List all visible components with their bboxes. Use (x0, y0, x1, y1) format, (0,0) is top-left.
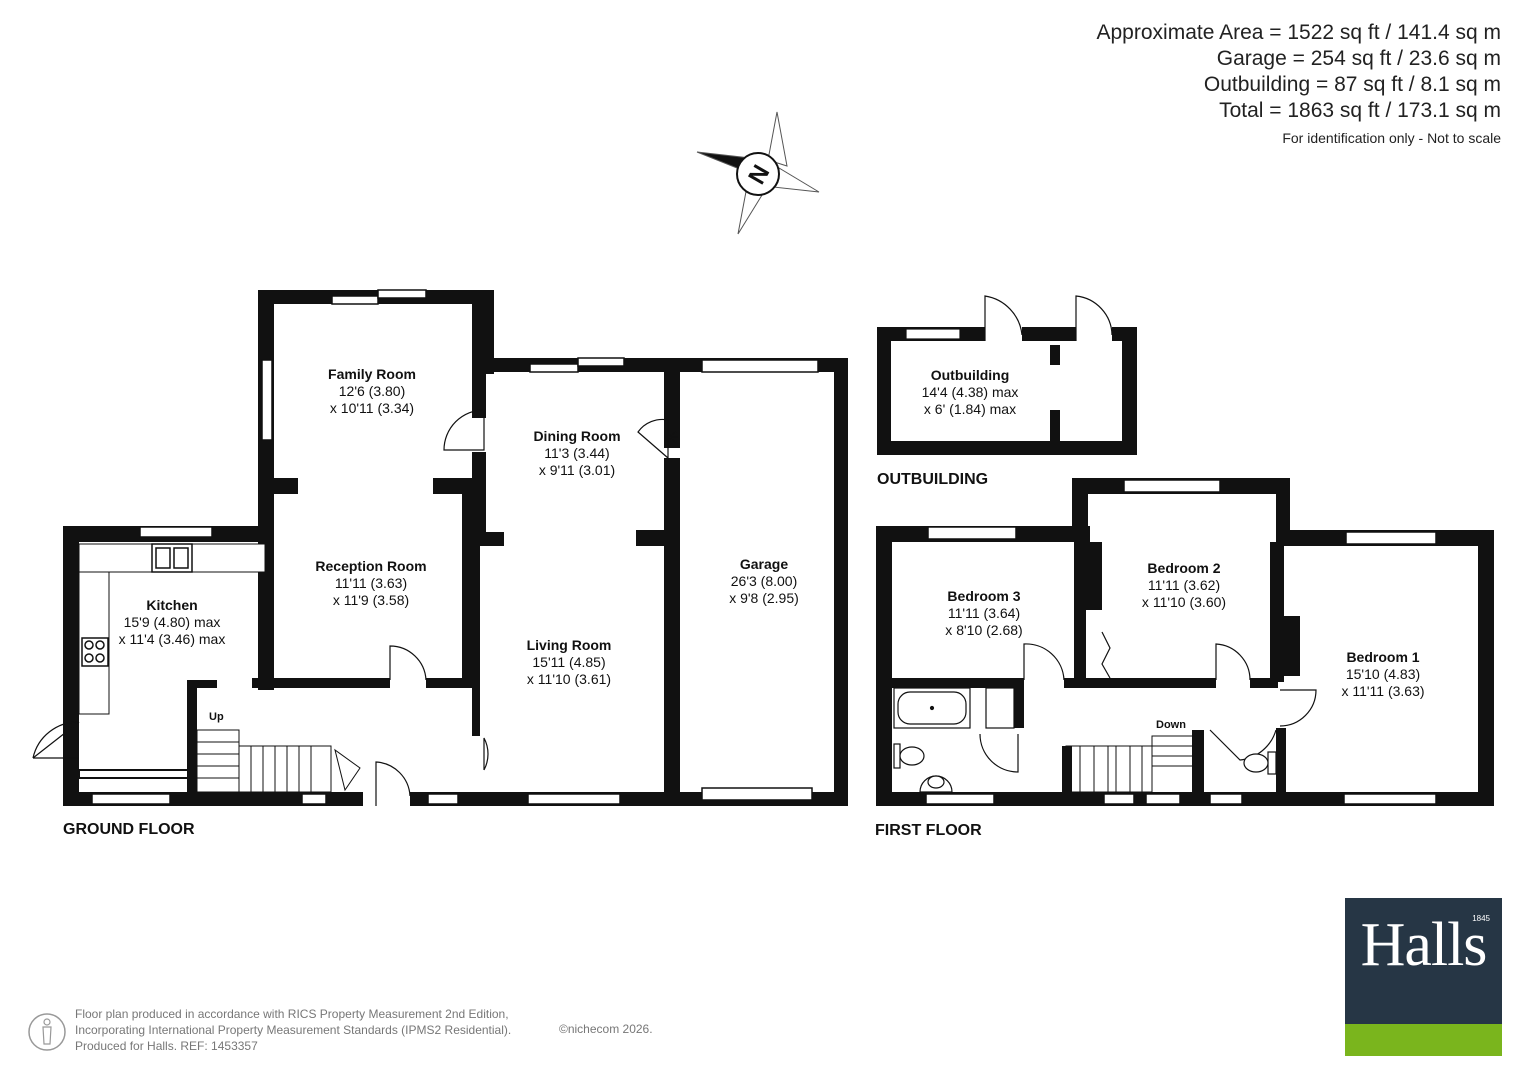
scale-note: For identification only - Not to scale (1282, 130, 1501, 146)
bedroom-2-label: Bedroom 2 11'11 (3.62) x 11'10 (3.60) (1142, 560, 1226, 611)
bedroom-3-label: Bedroom 3 11'11 (3.64) x 8'10 (2.68) (945, 588, 1022, 639)
room-name: Kitchen (146, 597, 198, 613)
room-dim: 11'11 (3.63) (334, 575, 408, 591)
room-dim: 12'6 (3.80) (338, 383, 406, 399)
first-floor-label: FIRST FLOOR (875, 822, 982, 839)
room-dim: x 6' (1.84) max (923, 401, 1017, 417)
room-name: Living Room (526, 637, 612, 653)
outbuilding-details (905, 295, 1113, 341)
logo-text: Halls (1360, 911, 1488, 979)
room-dim: 26'3 (8.00) (730, 573, 798, 589)
room-dim: x 9'8 (2.95) (729, 590, 799, 606)
room-name: Bedroom 2 (1147, 560, 1221, 576)
room-name: Bedroom 1 (1346, 649, 1420, 665)
room-dim: x 11'10 (3.61) (526, 671, 612, 687)
room-name: Bedroom 3 (947, 588, 1021, 604)
logo-year: 1845 (1472, 914, 1490, 923)
ground-staircase (196, 729, 361, 793)
bathroom-fittings (893, 687, 1277, 793)
room-dim: 15'11 (4.85) (532, 654, 606, 670)
reception-room-label: Reception Room 11'11 (3.63) x 11'9 (3.58… (315, 558, 426, 609)
room-dim: 11'11 (3.64) (947, 605, 1021, 621)
outbuilding-label: Outbuilding 14'4 (4.38) max x 6' (1.84) … (922, 367, 1019, 418)
person-icon (28, 1013, 66, 1051)
room-dim: 15'10 (4.83) (1345, 666, 1421, 682)
copyright: ©nichecom 2026. (559, 1022, 653, 1036)
ground-floor-doors (32, 409, 678, 806)
first-floor-doors (979, 631, 1317, 773)
footer-line: Produced for Halls. REF: 1453357 (75, 1039, 258, 1053)
ground-floor-windows (91, 289, 819, 805)
room-dim: x 11'10 (3.60) (1141, 594, 1227, 610)
garage-area: Garage = 254 sq ft / 23.6 sq m (1216, 47, 1501, 70)
first-staircase (1065, 735, 1197, 793)
room-dim: x 11'9 (3.58) (332, 592, 410, 608)
approx-area: Approximate Area = 1522 sq ft / 141.4 sq… (1096, 21, 1502, 44)
stairs-down-label: Down (1156, 719, 1186, 731)
room-dim: x 10'11 (3.34) (329, 400, 415, 416)
room-dim: x 8'10 (2.68) (945, 622, 1023, 638)
room-dim: x 11'4 (3.46) max (118, 631, 226, 647)
halls-logo: Halls 1845 (1345, 898, 1502, 1056)
footer-line: Incorporating International Property Mea… (75, 1023, 512, 1037)
room-name: Outbuilding (930, 367, 1010, 383)
ground-floor-label: GROUND FLOOR (63, 821, 195, 838)
compass-icon: N (696, 111, 820, 235)
room-dim: 15'9 (4.80) max (123, 614, 221, 630)
outbuilding-area: Outbuilding = 87 sq ft / 8.1 sq m (1203, 73, 1501, 96)
kitchen-fittings (78, 543, 266, 715)
footer-line: Floor plan produced in accordance with R… (75, 1007, 509, 1021)
area-summary: Approximate Area = 1522 sq ft / 141.4 sq… (1097, 20, 1502, 146)
outbuilding-floor-label: OUTBUILDING (877, 471, 989, 488)
bedroom-1-label: Bedroom 1 15'10 (4.83) x 11'11 (3.63) (1341, 649, 1424, 700)
room-name: Family Room (328, 366, 416, 382)
room-name: Reception Room (315, 558, 427, 574)
living-room-label: Living Room 15'11 (4.85) x 11'10 (3.61) (527, 637, 612, 688)
family-room-label: Family Room 12'6 (3.80) x 10'11 (3.34) (328, 366, 416, 417)
dining-room-label: Dining Room 11'3 (3.44) x 9'11 (3.01) (533, 428, 620, 479)
room-dim: x 9'11 (3.01) (538, 462, 616, 478)
total-area: Total = 1863 sq ft / 173.1 sq m (1219, 99, 1501, 122)
garage-label: Garage 26'3 (8.00) x 9'8 (2.95) (729, 556, 799, 607)
room-dim: 14'4 (4.38) max (921, 384, 1019, 400)
room-dim: x 11'11 (3.63) (1341, 683, 1425, 699)
room-dim: 11'3 (3.44) (544, 445, 610, 461)
logo-bar (1345, 1024, 1502, 1056)
room-name: Dining Room (533, 428, 621, 444)
first-floor-windows (925, 479, 1437, 805)
footer-text: Floor plan produced in accordance with R… (75, 1006, 511, 1054)
stairs-up-label: Up (209, 711, 224, 723)
room-name: Garage (739, 556, 789, 572)
kitchen-label: Kitchen 15'9 (4.80) max x 11'4 (3.46) ma… (119, 597, 226, 648)
room-dim: 11'11 (3.62) (1147, 577, 1221, 593)
